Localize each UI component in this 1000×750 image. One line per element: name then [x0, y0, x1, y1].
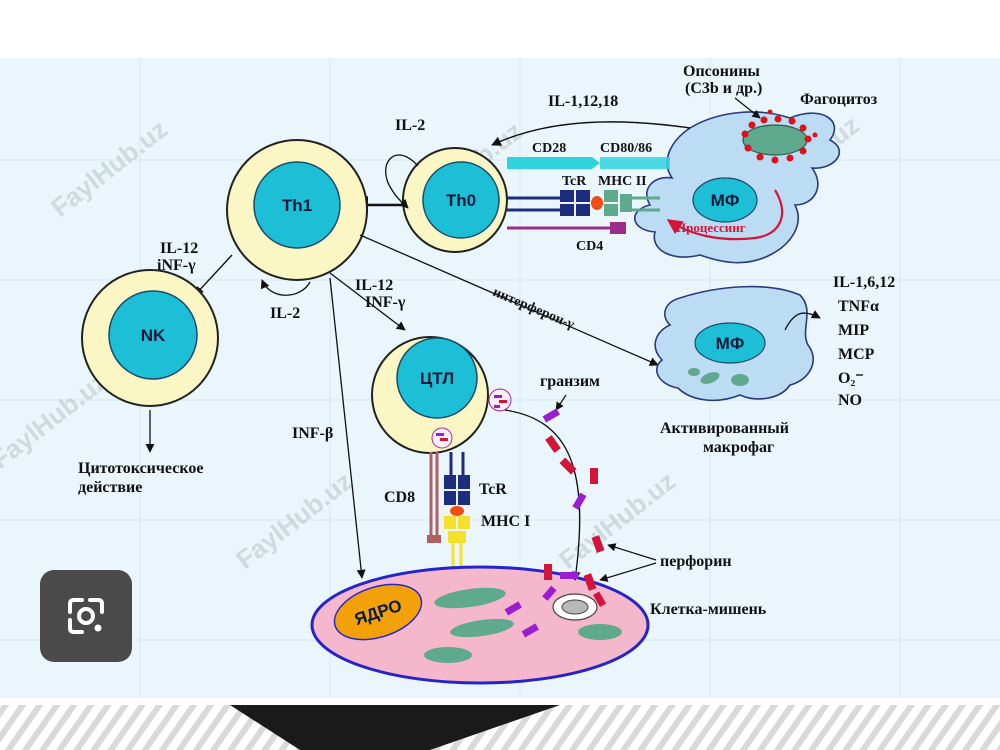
perforin-label: перфорин — [660, 553, 732, 570]
mf-activated-label: МФ — [716, 334, 745, 353]
nk-label: NK — [141, 326, 166, 345]
th0-nucleus — [422, 161, 500, 239]
cytokine-mip: MIP — [838, 322, 869, 339]
costimulatory-cd28 — [507, 157, 670, 169]
tcr-mhc2-complex — [507, 190, 660, 216]
inf-nk-label: iNF-γ — [157, 257, 196, 274]
cytokine-release-arrow — [784, 310, 821, 331]
il2-autocrine-loop — [385, 154, 419, 209]
target-organelles — [424, 587, 622, 663]
processing-arrow — [666, 189, 784, 241]
opsonins-label: Опсонины — [683, 63, 760, 80]
cd80-86-label: CD80/86 — [600, 141, 652, 156]
interferon-arrow — [359, 234, 659, 366]
phagocytosis-label: Фагоцитоз — [800, 91, 878, 108]
cd4-label: CD4 — [576, 239, 603, 254]
cd28-label: CD28 — [532, 141, 566, 156]
th1-to-ctl-arrow — [329, 272, 406, 331]
il2-th1-loop — [260, 279, 311, 296]
cd4-molecule — [507, 222, 626, 234]
activated-label-1: Активированный — [660, 420, 789, 437]
cytotoxic-label-2: действие — [78, 479, 142, 496]
nk-nucleus — [108, 290, 198, 380]
processing-label: Процессинг — [676, 220, 746, 235]
google-lens-icon — [68, 598, 104, 634]
cytokine-il: IL-1,6,12 — [833, 274, 895, 291]
cytokine-tnf: TNFα — [838, 298, 879, 315]
th1-nucleus — [253, 161, 341, 249]
opsonins-sub-label: (C3b и др.) — [685, 80, 762, 97]
perforin-pointer-1 — [607, 543, 657, 561]
granzyme-pointer — [555, 394, 567, 411]
th1-to-nk-arrow — [194, 254, 233, 296]
il2-bottom-label: IL-2 — [270, 305, 300, 322]
activated-mf-nucleus — [694, 322, 766, 364]
granzyme-granules — [504, 408, 587, 638]
tcr-bottom-label: TcR — [479, 481, 507, 498]
target-cell-label: Клетка-мишень — [650, 601, 767, 618]
granule-release-path — [504, 409, 581, 581]
cytokine-no: NO — [838, 392, 862, 409]
perforin-pore — [552, 593, 598, 621]
th1-label: Th1 — [282, 196, 312, 215]
opsonin-dots — [741, 109, 818, 164]
inf-beta-arrow — [329, 277, 366, 579]
il12-ctl-label: IL-12 — [355, 277, 393, 294]
activated-mf-vacuoles — [688, 368, 749, 386]
google-lens-button[interactable] — [40, 570, 132, 662]
ctl-nucleus — [396, 337, 478, 419]
ctl-label: ЦТЛ — [420, 369, 454, 388]
bottom-band-shadow — [230, 705, 560, 750]
il12-nk-label: IL-12 — [160, 240, 198, 257]
perforin-granules — [544, 435, 607, 608]
activated-label-2: макрофаг — [703, 439, 774, 456]
perforin-pointer-2 — [599, 562, 657, 582]
il-1-12-18-label: IL-1,12,18 — [548, 93, 618, 110]
cd8-label: CD8 — [384, 489, 415, 506]
th0-label: Th0 — [446, 191, 476, 210]
tcr-top-label: TcR — [562, 174, 587, 189]
cd8-molecule — [427, 452, 441, 543]
target-nucleus — [333, 583, 423, 641]
inf-beta-label: INF-β — [292, 425, 333, 442]
mhc2-label: MHC II — [598, 174, 647, 189]
granzyme-label: гранзим — [540, 373, 600, 390]
opsonin-pointer — [734, 97, 761, 119]
cytokine-mcp: MCP — [838, 346, 875, 363]
tcr-mhc1-complex — [444, 452, 470, 568]
il-1-12-18-arrow — [491, 121, 691, 146]
ctl-granules — [431, 388, 512, 449]
mf-top-label: МФ — [711, 191, 740, 210]
macrophage-nucleus — [692, 177, 758, 223]
cytotoxic-label-1: Цитотоксическое — [78, 460, 203, 477]
phagosome — [742, 124, 808, 156]
il2-top-label: IL-2 — [395, 117, 425, 134]
inf-ctl-label: INF-γ — [365, 294, 406, 311]
cytokine-o2: O₂⁻ — [838, 370, 864, 387]
mhc1-label: MHC I — [481, 513, 530, 530]
